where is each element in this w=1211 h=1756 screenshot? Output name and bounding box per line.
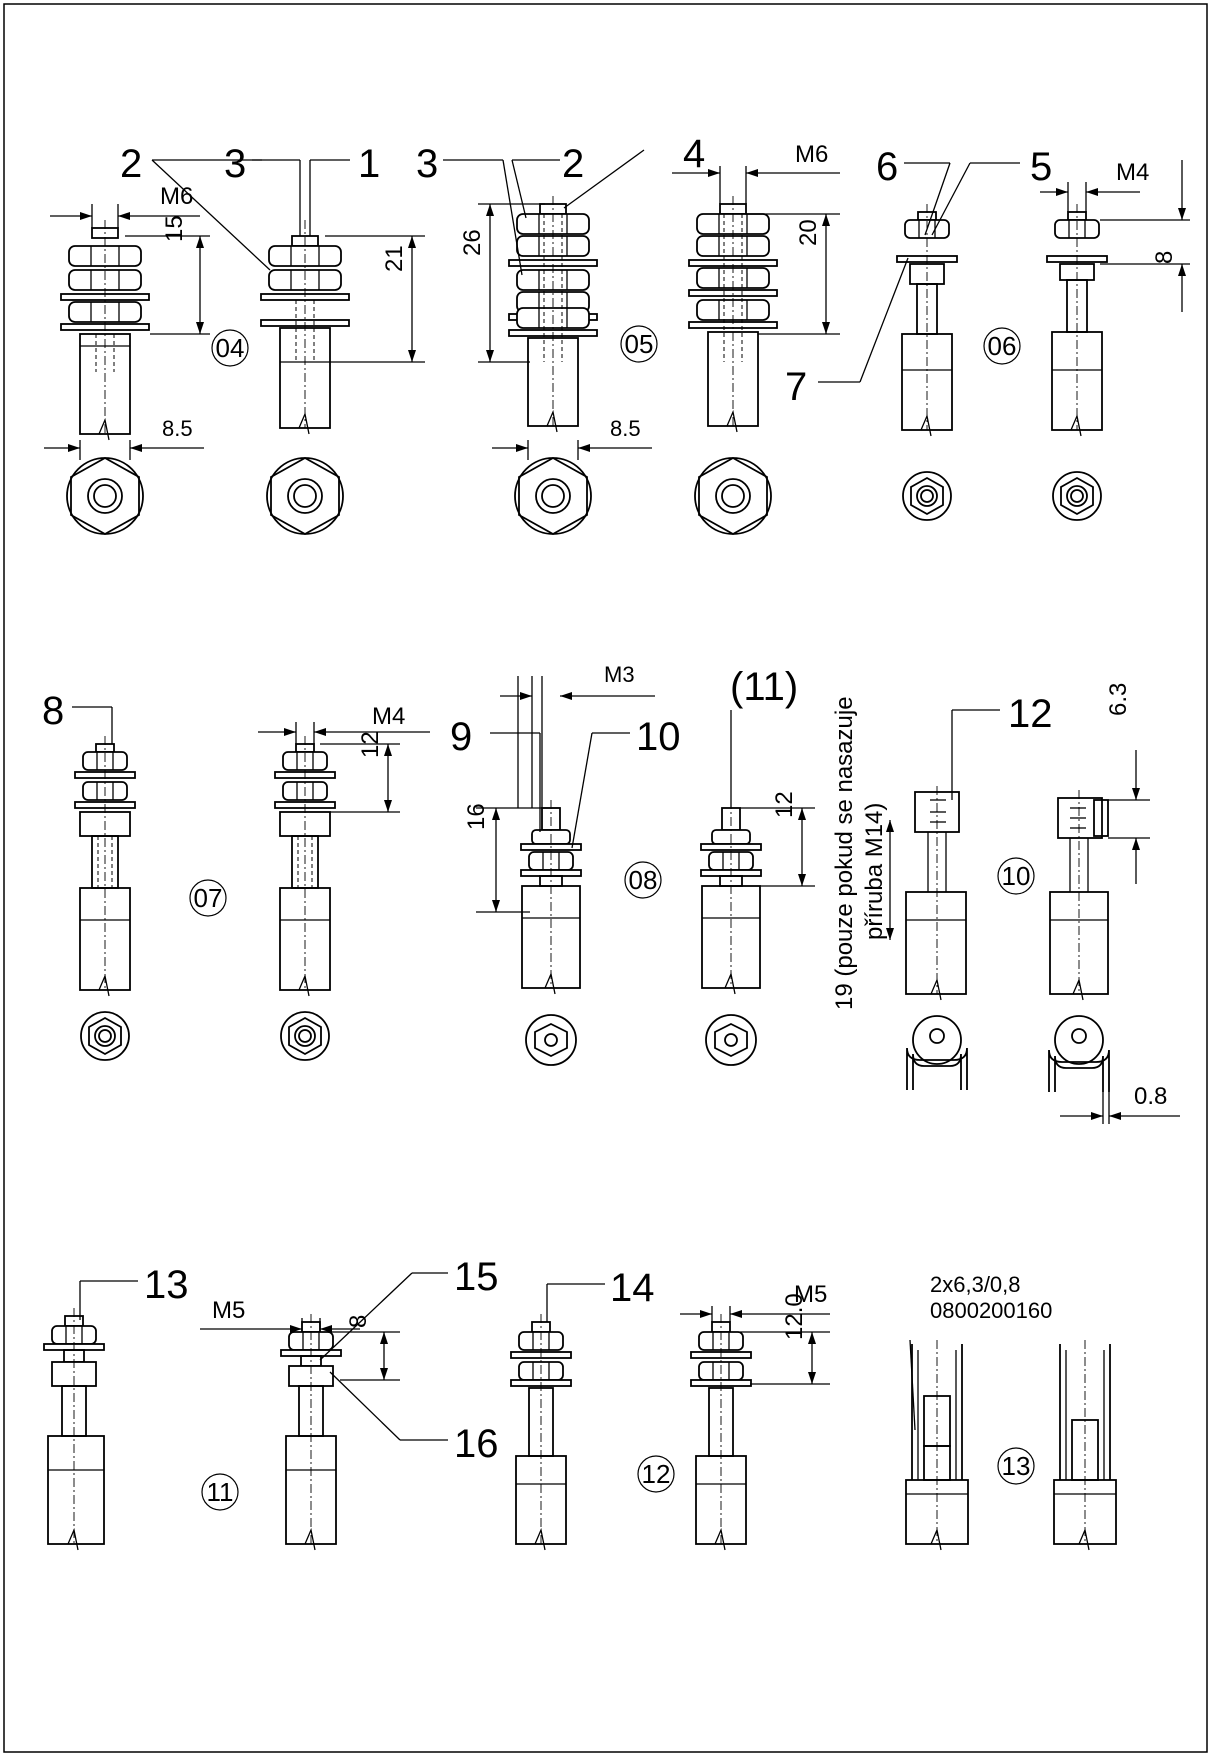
assembly-07-left <box>74 736 136 1061</box>
callout-10: 10 <box>636 715 681 759</box>
assembly-13-left <box>905 1340 969 1551</box>
dim-21: 21 <box>381 245 408 272</box>
dim-0.8: 0.8 <box>1134 1083 1167 1110</box>
row3-leaders <box>79 1272 916 1441</box>
variant-06: 06 <box>988 331 1017 361</box>
callout-8: 8 <box>42 689 64 733</box>
variant-labels: 04 05 06 07 08 10 11 12 13 <box>189 325 1035 1511</box>
dim-m5-left: M5 <box>212 1297 245 1324</box>
dimension-labels: M6 15 21 26 M6 20 M4 8 8.5 8.5 M4 12 M3 … <box>160 141 1178 1340</box>
callout-6: 6 <box>876 145 898 189</box>
variant-12: 12 <box>642 1459 671 1489</box>
row1-dimensions <box>44 160 1190 460</box>
variant-10: 10 <box>1002 861 1031 891</box>
assembly-10-left <box>905 786 968 1090</box>
variant-11-circle <box>201 1473 239 1511</box>
dim-8-row3: 8 <box>345 1315 372 1328</box>
sheet-border <box>3 3 1208 1753</box>
dim-16: 16 <box>463 803 490 830</box>
dim-8-row1: 8 <box>1151 251 1178 264</box>
callout-1: 1 <box>358 142 380 186</box>
callout-3-right: 3 <box>416 142 438 186</box>
dim-m6-right: M6 <box>795 141 828 168</box>
tab-code: 0800200160 <box>930 1298 1052 1323</box>
callout-16: 16 <box>454 1422 499 1466</box>
callout-15: 15 <box>454 1255 499 1299</box>
row2-leaders <box>72 706 1000 849</box>
callout-13: 13 <box>144 1263 189 1307</box>
dim-8.5-left: 8.5 <box>162 416 193 441</box>
assembly-13-right <box>1053 1340 1117 1551</box>
callout-9: 9 <box>450 715 472 759</box>
variant-08-circle <box>624 861 662 899</box>
assembly-11-left <box>43 1308 105 1551</box>
assembly-08-left <box>520 800 582 1066</box>
assembly-12-left <box>510 1314 572 1551</box>
dim-m4-row1: M4 <box>1116 159 1149 186</box>
callout-2-right: 2 <box>562 142 584 186</box>
variant-07-circle <box>189 879 227 917</box>
callout-3-left: 3 <box>224 142 246 186</box>
callout-4: 4 <box>683 132 705 176</box>
assembly-06-right <box>1046 204 1108 521</box>
assembly-04-left <box>60 220 150 536</box>
callout-14: 14 <box>610 1266 655 1310</box>
tab-note: 2x6,3/0,8 0800200160 <box>930 1272 1052 1323</box>
variant-04: 04 <box>216 333 245 363</box>
variant-07: 07 <box>194 883 223 913</box>
dim-m3: M3 <box>604 662 635 687</box>
assembly-06-left <box>896 204 958 521</box>
variant-06-circle <box>983 327 1021 365</box>
callout-numbers: 2 3 1 3 2 4 6 5 7 8 9 10 (11) 12 13 15 1… <box>42 132 1053 1466</box>
callout-5: 5 <box>1030 145 1052 189</box>
dim-m6-left: M6 <box>160 183 193 210</box>
callout-7: 7 <box>785 365 807 409</box>
dim-6.3: 6.3 <box>1105 683 1132 716</box>
flange-note: 19 (pouze pokud se nasazuje příruba M14) <box>831 696 888 1010</box>
callout-11-paren: (11) <box>730 665 798 709</box>
flange-note-line1: 19 (pouze pokud se nasazuje <box>831 696 858 1010</box>
variant-05: 05 <box>625 329 654 359</box>
assembly-07-right <box>274 736 336 1061</box>
assembly-04-right <box>260 220 350 536</box>
dim-20: 20 <box>795 219 822 246</box>
dim-12.0: 12.0 <box>781 1293 808 1340</box>
dim-m5-right: M5 <box>794 1281 827 1308</box>
assembly-05-left <box>508 196 598 536</box>
dim-m4-row2: M4 <box>372 703 405 730</box>
dim-12-08: 12 <box>771 791 798 818</box>
dim-26: 26 <box>459 229 486 256</box>
row3-dimensions <box>200 1306 830 1385</box>
variant-04-circle <box>211 329 249 367</box>
dim-15: 15 <box>161 215 188 242</box>
variant-12-circle <box>637 1455 675 1493</box>
row1-leaders <box>151 149 1020 383</box>
tab-spec: 2x6,3/0,8 <box>930 1272 1021 1297</box>
callout-12: 12 <box>1008 692 1053 736</box>
assembly-12-right <box>690 1314 752 1551</box>
callout-2-left: 2 <box>120 142 142 186</box>
assembly-10-right <box>1048 790 1110 1092</box>
variant-08: 08 <box>629 865 658 895</box>
variant-13-circle <box>997 1447 1035 1485</box>
variant-13: 13 <box>1002 1451 1031 1481</box>
assembly-08-right <box>700 800 762 1066</box>
assembly-05-right <box>688 196 778 536</box>
row2-dimensions <box>258 676 1180 1124</box>
variant-05-circle <box>620 325 658 363</box>
assembly-11-right <box>280 1314 342 1551</box>
dim-8.5-right: 8.5 <box>610 416 641 441</box>
flange-note-line2: příruba M14) <box>861 803 888 940</box>
dim-12-row2: 12 <box>357 731 384 758</box>
variant-10-circle <box>997 857 1035 895</box>
variant-11: 11 <box>207 1477 234 1507</box>
